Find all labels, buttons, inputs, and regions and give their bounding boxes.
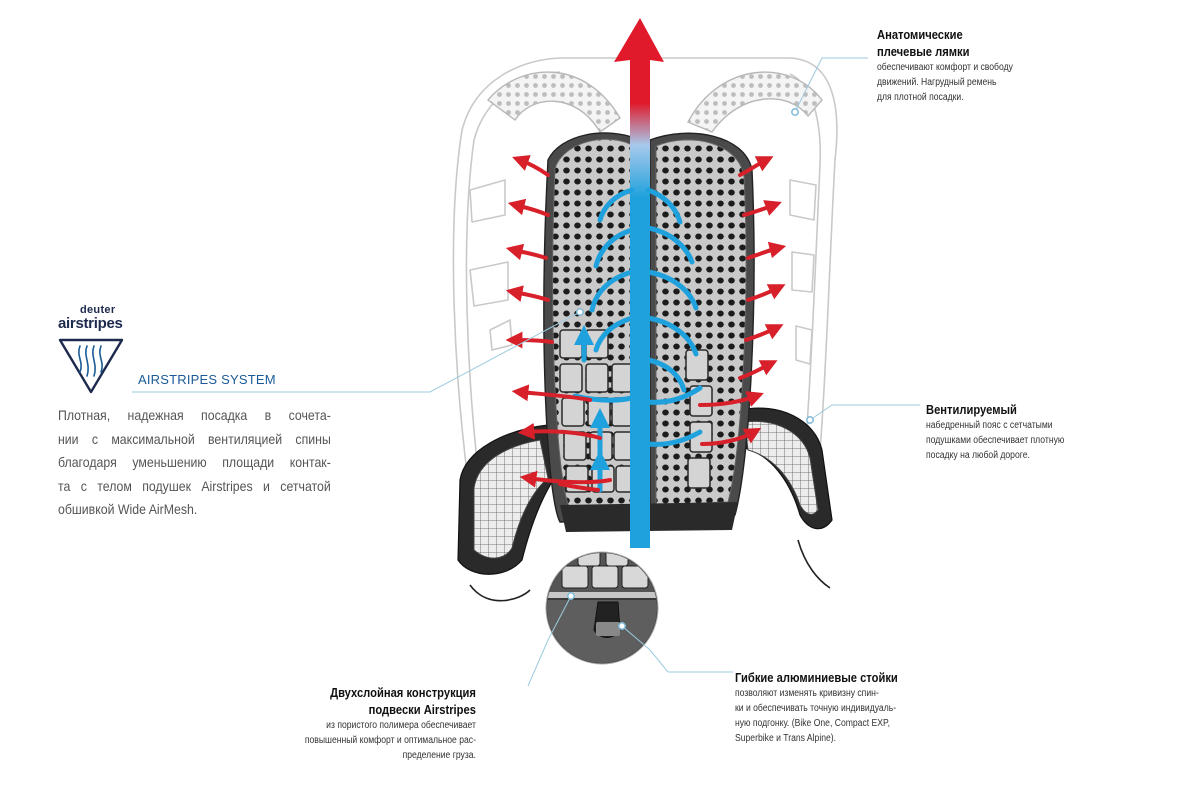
callout-desc-line: пределение груза. bbox=[402, 750, 476, 761]
callout-desc-line: ки и обеспечивать точную индивидуаль- bbox=[735, 703, 897, 714]
intro-line: обшивкой Wide AirMesh. bbox=[58, 501, 198, 517]
callout-desc-line: набедренный пояс с сетчатыми bbox=[926, 420, 1053, 431]
callout-desc-line: подушками обеспечивает плотную bbox=[926, 435, 1065, 446]
callout-desc-line: движений. Нагрудный ремень bbox=[877, 77, 997, 88]
callout-description: позволяют изменять кривизну спин- ки и о… bbox=[735, 686, 898, 746]
intro-paragraph: Плотная, надежная посадка в сочета- нии … bbox=[58, 404, 331, 522]
warm-airflow-arrows bbox=[505, 155, 787, 492]
callout-title-line: подвески Airstripes bbox=[368, 702, 476, 717]
callout-aluminium-stays: Гибкие алюминиевые стойки позволяют изме… bbox=[735, 669, 924, 746]
callout-title-line: плечевые лямки bbox=[877, 44, 970, 59]
intro-line: нии с максимальной вентиляцией спины bbox=[58, 430, 331, 447]
callout-description: из пористого полимера обеспечивает повыш… bbox=[305, 718, 476, 763]
callout-desc-line: повышенный комфорт и оптимальное рас- bbox=[304, 735, 476, 746]
callout-title: Двухслойная конструкция подвески Airstri… bbox=[305, 684, 476, 718]
callout-title-line: Двухслойная конструкция bbox=[330, 685, 476, 700]
callout-desc-line: ную подгонку. (Bike One, Compact EXP, bbox=[735, 718, 891, 729]
callout-desc-line: для плотной посадки. bbox=[877, 92, 964, 103]
system-label: AIRSTRIPES SYSTEM bbox=[138, 372, 276, 387]
airstripes-logo-icon bbox=[58, 338, 124, 394]
intro-line: Плотная, надежная посадка в сочета- bbox=[58, 407, 331, 423]
callout-title: Гибкие алюминиевые стойки bbox=[735, 669, 898, 686]
callout-desc-line: обеспечивают комфорт и свободу bbox=[877, 62, 1013, 73]
callout-description: набедренный пояс с сетчатыми подушками о… bbox=[926, 418, 1064, 463]
leader-dots bbox=[567, 108, 814, 630]
callout-desc-line: посадку на любой дороге. bbox=[926, 450, 1030, 461]
callout-title-line: Вентилируемый bbox=[926, 402, 1017, 417]
hip-belt bbox=[457, 407, 833, 602]
callout-desc-line: из пористого полимера обеспечивает bbox=[326, 720, 476, 731]
leader-lines bbox=[132, 57, 920, 687]
chimney-airflow-arrow bbox=[614, 18, 664, 548]
callout-title-line: Гибкие алюминиевые стойки bbox=[735, 670, 898, 685]
callout-double-layer: Двухслойная конструкция подвески Airstri… bbox=[277, 684, 476, 763]
shoulder-straps bbox=[486, 71, 823, 134]
aluminium-stay-detail-inset bbox=[545, 551, 659, 665]
callout-description: обеспечивают комфорт и свободу движений.… bbox=[877, 60, 1013, 105]
callout-title: Анатомические плечевые лямки bbox=[877, 26, 1013, 60]
callout-hip-belt: Вентилируемый набедренный пояс с сетчаты… bbox=[926, 401, 1087, 463]
brand-name-deuter: deuter bbox=[80, 304, 116, 316]
callout-desc-line: позволяют изменять кривизну спин- bbox=[735, 688, 879, 699]
callout-shoulder-straps: Анатомические плечевые лямки обеспечиваю… bbox=[877, 26, 1035, 105]
callout-title-line: Анатомические bbox=[877, 27, 963, 42]
brand-name-airstripes: airstripes bbox=[58, 315, 123, 332]
intro-line: та с телом подушек Airstripes и сетчатой bbox=[58, 477, 331, 494]
callout-title: Вентилируемый bbox=[926, 401, 1064, 418]
callout-desc-line: Superbike и Trans Alpine). bbox=[735, 733, 837, 744]
intro-line: благодаря уменьшению площади контак- bbox=[58, 454, 331, 470]
